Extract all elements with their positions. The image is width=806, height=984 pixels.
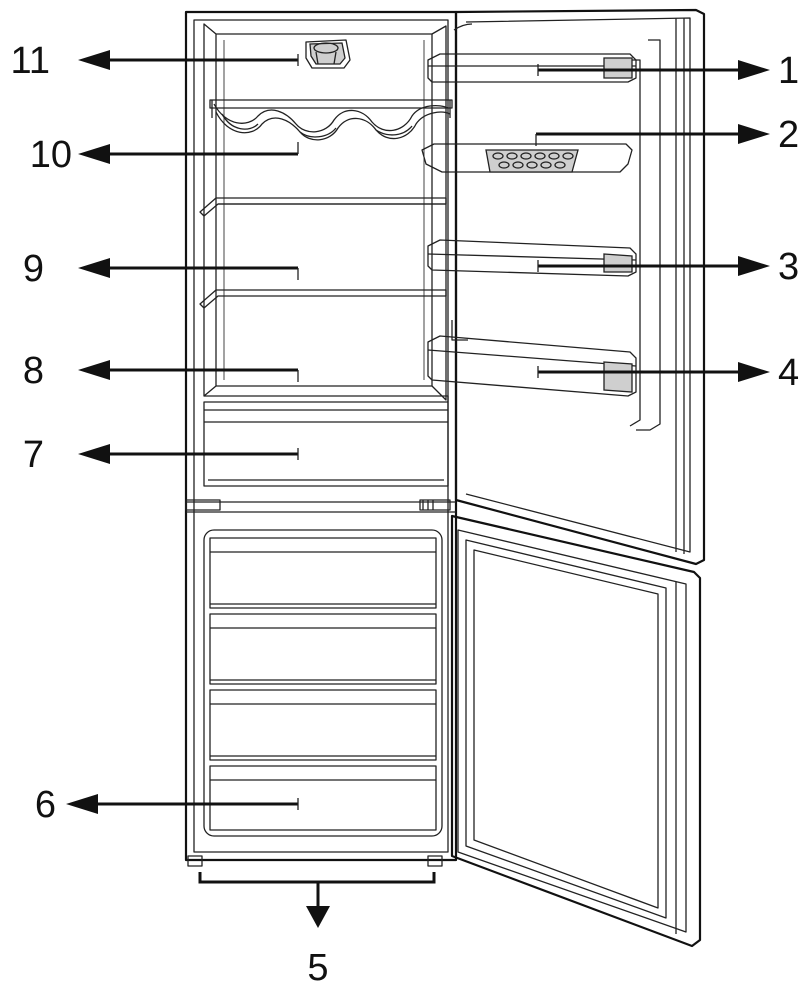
callout-4: 4 (537, 352, 799, 394)
callout-number: 8 (23, 350, 44, 392)
freezer-door (450, 514, 702, 948)
callout-number: 3 (778, 246, 799, 288)
fridge-door (451, 8, 706, 566)
arrow-down-icon (306, 906, 330, 928)
arrow-left-icon (78, 360, 110, 380)
callout-number: 10 (30, 134, 72, 176)
arrow-left-icon (66, 794, 98, 814)
arrow-right-icon (738, 60, 770, 80)
crisper-drawer (203, 395, 449, 487)
egg-tray-balcony (421, 143, 633, 173)
callout-7: 7 (23, 434, 299, 476)
callout-1: 1 (537, 50, 799, 92)
callout-2: 2 (535, 114, 799, 156)
callout-10: 10 (30, 134, 299, 176)
callout-number: 11 (11, 40, 50, 82)
callout-number: 6 (35, 784, 56, 826)
adjustable-feet (187, 855, 443, 867)
arrow-right-icon (738, 362, 770, 382)
interior-light (305, 39, 351, 69)
callout-number: 5 (307, 947, 328, 984)
callout-5: 5 (198, 872, 436, 984)
callout-number: 7 (23, 434, 44, 476)
glass-shelf-upper (199, 197, 447, 217)
door-balcony-3 (427, 239, 637, 277)
freezer-drawer-2 (209, 613, 437, 685)
arrow-right-icon (738, 124, 770, 144)
freezer-compartment (203, 529, 443, 837)
callout-8: 8 (23, 350, 299, 392)
door-balcony-1 (427, 53, 637, 83)
callout-3: 3 (537, 246, 799, 288)
callout-11: 11 (11, 40, 299, 82)
arrow-left-icon (78, 144, 110, 164)
callout-number: 2 (778, 114, 799, 156)
glass-shelf-lower (199, 289, 447, 309)
callout-9: 9 (23, 248, 299, 290)
cabinet (184, 10, 458, 862)
arrow-right-icon (738, 256, 770, 276)
callout-number: 1 (778, 50, 799, 92)
callout-number: 4 (778, 352, 799, 394)
arrow-left-icon (78, 258, 110, 278)
wine-rack (209, 99, 453, 141)
arrow-left-icon (78, 50, 110, 70)
bracket-line (198, 872, 436, 884)
fridge-compartment (203, 23, 447, 401)
freezer-drawer-1 (209, 537, 437, 609)
freezer-drawer-3 (209, 689, 437, 761)
callout-number: 9 (23, 248, 44, 290)
freezer-drawer-bottom (209, 765, 437, 831)
door-bottle-balcony (427, 335, 637, 397)
callout-6: 6 (35, 784, 299, 826)
arrow-left-icon (78, 444, 110, 464)
